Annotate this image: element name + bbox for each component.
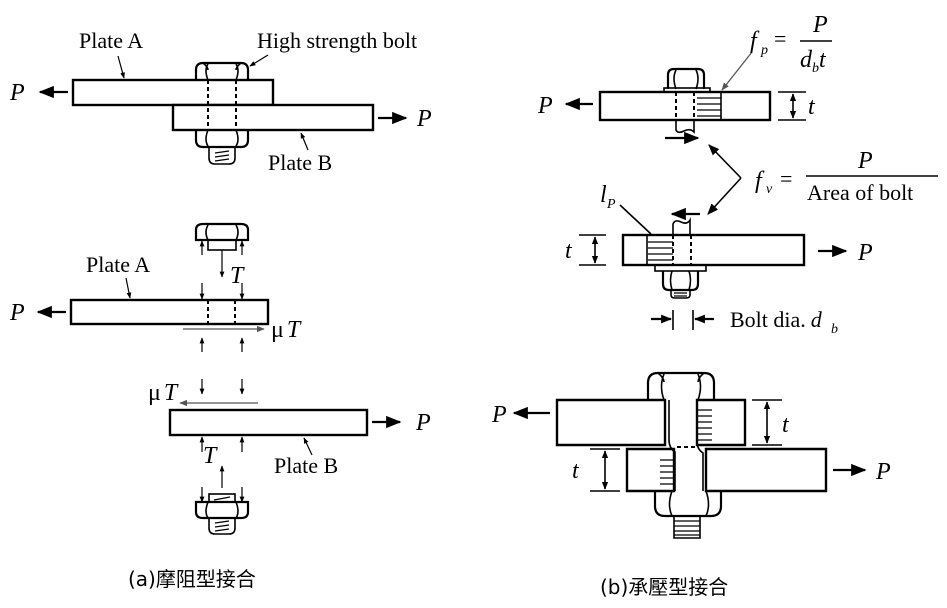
bearing-hatch: [660, 459, 674, 485]
load-label-right: P: [415, 410, 431, 436]
bearing-hatch: [698, 409, 712, 441]
load-label-left: P: [491, 402, 507, 428]
bolt-stub: [672, 217, 691, 235]
thickness-label: t: [565, 238, 573, 264]
plate-a-leader: [117, 55, 125, 79]
bearing-length-leader: [619, 204, 652, 235]
bolt-head-icon: [194, 61, 250, 81]
bearing-length-subscript: P: [606, 197, 616, 212]
plate-b-label: Plate B: [274, 453, 338, 478]
plate-b: [168, 408, 369, 437]
plate-b-leader: [300, 132, 309, 151]
thickness-label: t: [782, 412, 790, 438]
panel-b-bottom-plate: l P t P Bolt dia.d b: [565, 182, 873, 337]
nut-icon: [194, 487, 250, 535]
formula-subscript: b: [812, 61, 819, 76]
bearing-hatch: [697, 97, 721, 117]
panel-b-lap-joint: t t P P: [491, 371, 891, 539]
plate-a-leader: [125, 277, 132, 299]
plate-b-leader: [303, 437, 313, 456]
caption-a: (a)摩阻型接合: [128, 567, 256, 591]
load-label-left: P: [537, 93, 553, 119]
bearing-stress-formula: f p = P d b t: [750, 12, 832, 76]
lower-plate-left-part: [625, 447, 676, 493]
panel-a-assembled: P P Plate A High strength bolt Plate B: [9, 28, 432, 175]
bolt-dia-label: Bolt dia.d: [730, 307, 823, 332]
plate-a-label: Plate A: [79, 28, 143, 53]
formula-subscript: v: [766, 182, 773, 197]
bolt-label: High strength bolt: [257, 28, 417, 53]
plate-b-label: Plate B: [268, 150, 332, 175]
bolt-dia-subscript: b: [831, 322, 838, 337]
plate-b: [171, 103, 375, 132]
lower-plate-right-part: [704, 447, 828, 493]
bolt-stub: [675, 120, 695, 134]
bolt-thread: [673, 516, 701, 539]
bolt-shank-left: [668, 400, 676, 491]
formula-numerator: P: [812, 12, 828, 38]
shear-leader-lower: [707, 177, 742, 215]
plate: [598, 90, 772, 122]
upper-plate-left-part: [555, 398, 667, 447]
formula-subscript: p: [760, 43, 768, 58]
nut-icon: [194, 129, 250, 165]
plate-a-label: Plate A: [86, 252, 150, 277]
load-label-left: P: [9, 80, 25, 106]
bolt-head-icon: [194, 222, 250, 251]
thread-icon: [674, 520, 700, 536]
bearing-length-label: l: [600, 182, 607, 208]
bolt-leader: [249, 54, 269, 67]
panel-b-top-plate: P t: [537, 51, 816, 145]
formula-numerator: P: [857, 148, 873, 174]
load-label-right: P: [416, 106, 432, 132]
formula-denominator: d: [800, 47, 813, 73]
formula-symbol: f: [750, 28, 760, 54]
thickness-label: t: [572, 458, 580, 484]
shear-leader-upper: [708, 144, 742, 179]
tension-label: T: [203, 443, 218, 469]
shear-stress-formula: f v = P Area of bolt: [707, 144, 938, 215]
load-label-right: P: [875, 459, 891, 485]
caption-b: (b)承壓型接合: [600, 575, 728, 599]
load-label-right: P: [857, 240, 873, 266]
bearing-stress-leader: [721, 51, 753, 91]
formula-denominator: t: [819, 47, 827, 73]
thickness-label: t: [808, 94, 816, 120]
formula-symbol: f: [755, 168, 765, 194]
formula-equals: =: [780, 166, 792, 191]
tension-label: T: [230, 263, 245, 289]
bearing-hatch: [648, 241, 673, 261]
bolt-shank-right: [696, 400, 704, 491]
plate-a: [71, 78, 275, 107]
washer: [654, 264, 707, 272]
formula-equals: =: [774, 26, 786, 51]
thread-icon: [674, 292, 687, 297]
formula-denominator: Area of bolt: [807, 180, 913, 205]
load-label-left: P: [9, 300, 25, 326]
plate-a: [69, 298, 270, 326]
